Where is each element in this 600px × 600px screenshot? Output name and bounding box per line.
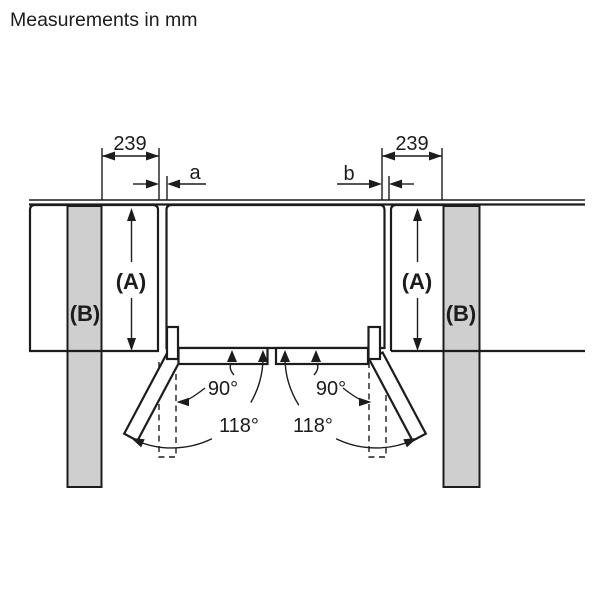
right-118-label: 118° (293, 415, 333, 437)
right-90-arrowhead-dashed (359, 397, 372, 407)
right-door-90-outline (368, 362, 387, 458)
left-118-label: 118° (219, 415, 259, 437)
left-90-arrowhead-closed (227, 350, 237, 362)
dim-239-left-value: 239 (113, 133, 146, 155)
height-dim-right: (A) (402, 208, 433, 351)
left-wall (66, 205, 103, 488)
left-door-swing-annotation: 90° 118° (131, 350, 268, 449)
right-door-open-118 (367, 350, 428, 443)
dim-239-right-arrow-l (382, 151, 395, 161)
dim-239-left: 239 (101, 133, 160, 200)
left-side-niche (28, 203, 160, 351)
right-90-label: 90° (316, 378, 346, 400)
dim-gap-b: b (337, 163, 414, 200)
right-90-arrowhead-closed (311, 350, 321, 362)
height-right-arrow-down (413, 338, 422, 351)
dim-b-value: b (343, 163, 354, 185)
dim-239-right-arrow-r (429, 151, 442, 161)
dim-a-value: a (189, 162, 201, 184)
right-90-leader-closed (313, 362, 319, 376)
top-wall-line (29, 199, 585, 206)
height-left-arrow-down (127, 338, 136, 351)
dim-b-arrow-l (369, 179, 382, 189)
right-118-arrowhead-closed (280, 350, 290, 362)
wall-left-label: (B) (70, 301, 101, 326)
left-door-open-118 (122, 350, 183, 443)
left-118-arrowhead-door (131, 438, 145, 448)
left-90-leader-closed (229, 362, 235, 376)
right-door-swing-annotation: 90° 118° (280, 350, 417, 449)
height-right-arrow-up (413, 208, 422, 221)
left-90-label: 90° (208, 378, 238, 400)
left-118-arc-lower (134, 438, 213, 449)
height-dim-left: (A) (116, 208, 147, 351)
wall-right-label: (B) (446, 301, 477, 326)
left-90-arrowhead-dashed (176, 397, 189, 407)
dim-239-left-arrow-r (146, 151, 159, 161)
height-left-arrow-up (127, 208, 136, 221)
page-title: Measurements in mm (10, 9, 197, 31)
dim-b-arrow-r (389, 179, 402, 189)
left-118-arrowhead-closed (258, 350, 268, 362)
dim-239-right-value: 239 (395, 133, 428, 155)
right-118-arrowhead-door (403, 438, 417, 448)
left-door-closed (177, 346, 269, 366)
dim-a-arrow-r (167, 179, 180, 189)
dim-a-arrow-l (146, 179, 159, 189)
left-door-90-outline (158, 362, 177, 458)
right-side-niche (389, 203, 480, 351)
right-118-arc-lower (335, 438, 414, 449)
dim-239-left-arrow-l (102, 151, 115, 161)
height-right-label: (A) (402, 269, 433, 294)
dim-gap-a: a (133, 162, 206, 200)
height-left-label: (A) (116, 269, 147, 294)
right-hinge (367, 325, 382, 361)
dim-239-right: 239 (381, 133, 443, 200)
right-wall (442, 205, 481, 488)
fridge-cabinet (165, 203, 386, 350)
left-hinge (165, 325, 180, 361)
